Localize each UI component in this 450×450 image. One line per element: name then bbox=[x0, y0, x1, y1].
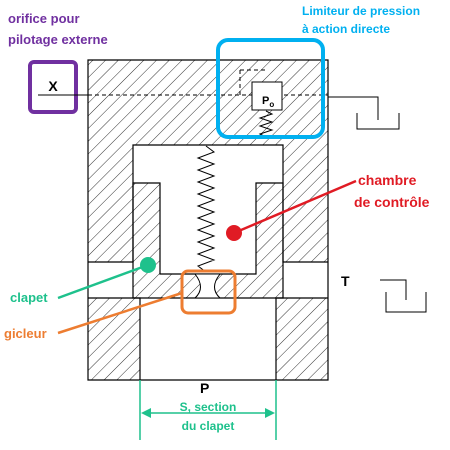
pilot-poppet-box bbox=[251, 81, 283, 111]
x-port-label: X bbox=[48, 78, 58, 94]
t-port-label: T bbox=[341, 273, 350, 289]
orifice-label-line2: pilotage externe bbox=[8, 32, 108, 47]
gicleur-label: gicleur bbox=[4, 326, 47, 341]
p-port-label: P bbox=[200, 380, 209, 396]
section-arrow-right bbox=[265, 408, 275, 418]
clapet-pointer-line bbox=[57, 263, 149, 300]
clapet-label: clapet bbox=[10, 290, 48, 305]
orifice-label-line1: orifice pour bbox=[8, 11, 80, 26]
tank-symbol-t bbox=[380, 279, 407, 300]
pilot-spring bbox=[258, 110, 274, 138]
chambre-label-line1: chambre bbox=[358, 172, 417, 188]
gicleur-orifice bbox=[193, 273, 222, 299]
chambre-label-line2: de contrôle bbox=[354, 194, 430, 210]
tank-symbol-t-box bbox=[385, 292, 427, 313]
limiteur-box bbox=[216, 38, 325, 139]
gicleur-pointer-line bbox=[57, 291, 183, 335]
valve-body bbox=[87, 59, 329, 381]
gicleur-box bbox=[180, 269, 237, 315]
p0-label: Po bbox=[262, 95, 274, 109]
section-label-line2: du clapet bbox=[182, 419, 235, 433]
tank-drain-line bbox=[328, 96, 379, 120]
limiteur-label-line2: à action directe bbox=[302, 22, 390, 36]
main-spring bbox=[196, 145, 216, 273]
chambre-pointer-line bbox=[233, 179, 357, 235]
clapet-pointer-dot bbox=[140, 257, 156, 273]
tank-symbol-top bbox=[356, 113, 400, 130]
section-label-line1: S, section bbox=[180, 400, 237, 414]
section-arrow-left bbox=[141, 408, 151, 418]
limiteur-label-line1: Limiteur de pression bbox=[302, 4, 420, 18]
x-port-box bbox=[28, 60, 78, 114]
chambre-pointer-dot bbox=[226, 225, 242, 241]
